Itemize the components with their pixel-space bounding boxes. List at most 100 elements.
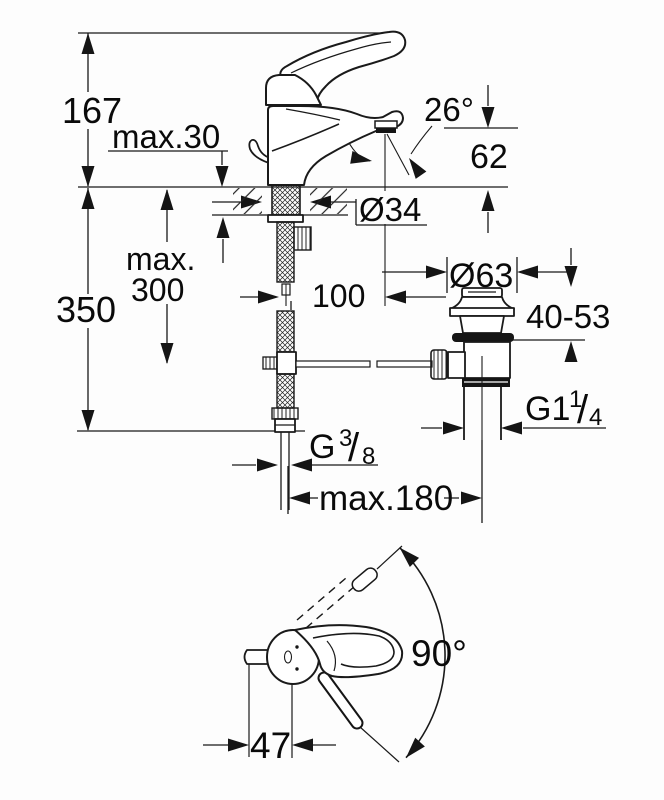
arrowhead xyxy=(257,458,278,472)
waste-thread-base: G1 xyxy=(525,390,570,428)
arrowhead xyxy=(216,217,230,238)
hole-diameter-label: Ø34 xyxy=(355,191,427,228)
hose-end-nut xyxy=(271,407,299,420)
swivel-arc xyxy=(399,547,446,759)
arrowhead xyxy=(461,491,482,505)
ghost-tip-outline xyxy=(351,567,378,592)
waste-upper-body xyxy=(459,315,505,334)
dim-max180-lines xyxy=(287,440,483,523)
lever-ghost-tip xyxy=(351,567,378,592)
dim-4053-lines xyxy=(513,248,585,341)
dim-waste-distance: max.180 xyxy=(319,479,453,518)
cartridge-cap xyxy=(265,74,322,106)
faucet-body xyxy=(248,30,407,186)
dome-logo-mark xyxy=(283,650,293,664)
arrowhead xyxy=(81,410,95,431)
hose-segment xyxy=(276,310,295,353)
body-accent-line xyxy=(285,108,341,121)
arrowhead xyxy=(426,265,447,279)
supply-pipe xyxy=(280,432,290,510)
rod-tee-fitting xyxy=(276,351,297,375)
upper-drawing: Ø34 167 max.30 26° 62 350 max. 300 100 Ø… xyxy=(56,30,610,523)
supply-hose xyxy=(262,181,433,510)
hose-segment xyxy=(276,373,295,409)
spout-top-view xyxy=(243,649,270,665)
rod-adjust-knob xyxy=(430,349,448,380)
supply-thread-base: G xyxy=(309,428,335,466)
blade-inner-line xyxy=(312,632,395,668)
waste-tailpipe xyxy=(463,387,502,440)
dim-o63-lines xyxy=(382,257,574,293)
dim-overall-depth: 350 xyxy=(56,289,116,330)
dim-hose-length-2: 300 xyxy=(131,272,184,308)
arrowhead xyxy=(289,491,310,505)
dim-62-lines xyxy=(444,85,518,233)
dim-waste-flange-diameter: Ø63 xyxy=(449,257,513,295)
arrowhead xyxy=(501,421,522,435)
pop-up-waste xyxy=(430,287,515,440)
dim-waste-height-range: 40-53 xyxy=(526,298,610,335)
dim-hole-diameter: Ø34 xyxy=(359,191,421,228)
dim-spout-angle: 26° xyxy=(424,91,474,128)
dim-47-extension-lines xyxy=(248,664,293,758)
waste-lower-body xyxy=(463,341,511,379)
spout-body xyxy=(267,105,404,186)
arrowhead xyxy=(81,188,95,209)
arrowhead xyxy=(81,166,95,187)
angle-boundary-line xyxy=(376,545,403,570)
shank-stub xyxy=(293,226,312,251)
waste-flange xyxy=(449,307,515,317)
dome-dot xyxy=(295,667,299,671)
waste-rod-port xyxy=(447,351,466,379)
arrowhead xyxy=(292,738,313,752)
label-frame xyxy=(355,199,427,226)
lower-drawing: 90° 47 xyxy=(203,543,467,766)
blade-accent-line xyxy=(326,640,337,672)
hose-segment xyxy=(276,221,295,283)
lever-arm-fill xyxy=(319,673,362,728)
supply-thread-sub: 8 xyxy=(362,443,375,470)
angle-leader xyxy=(410,125,433,155)
arrowhead xyxy=(481,190,495,211)
arrowhead xyxy=(443,421,464,435)
body-accent-line xyxy=(271,123,340,152)
dim-max30-lines xyxy=(108,150,228,263)
threaded-shank xyxy=(271,181,301,216)
lever-ghost-dashed-lines xyxy=(296,577,356,629)
pop-up-rod xyxy=(376,360,433,368)
arrowhead xyxy=(403,154,427,179)
lever-blade-top-view xyxy=(294,624,404,679)
waste-gasket xyxy=(452,333,514,342)
dim-deck-thickness: max.30 xyxy=(112,118,220,155)
dim-lever-swivel-angle: 90° xyxy=(411,633,467,674)
arrowhead xyxy=(395,543,420,568)
dim-100-leaders xyxy=(240,296,446,310)
arrowhead xyxy=(517,265,538,279)
hose-break-stub xyxy=(281,283,291,296)
dim-spout-outlet-height: 62 xyxy=(470,138,508,176)
dimension-labels: 167 max.30 26° 62 350 max. 300 100 Ø63 4… xyxy=(56,90,610,518)
waste-thread-sup: 1 xyxy=(569,386,582,413)
label-background xyxy=(357,191,427,224)
pop-up-rod xyxy=(295,360,371,368)
mounting-nut xyxy=(267,214,304,223)
arrowhead xyxy=(160,189,174,210)
arrowhead xyxy=(81,33,95,54)
supply-thread-sup: 3 xyxy=(339,425,352,452)
aerator-outlet xyxy=(376,128,396,133)
waste-thread-sub: 4 xyxy=(589,404,602,431)
dim-hose-length-1: max. xyxy=(126,241,195,277)
arrowhead xyxy=(481,107,495,128)
dim-lever-offset: 47 xyxy=(250,725,291,766)
arrowhead xyxy=(160,343,174,364)
supply-thread-slash: / xyxy=(348,426,360,470)
arrowhead xyxy=(385,290,406,304)
arrowhead xyxy=(350,150,374,168)
deck-hatch-right xyxy=(310,188,347,214)
dome-dot xyxy=(295,645,299,649)
dim-lever-height: 167 xyxy=(62,90,122,131)
aerator xyxy=(374,120,398,129)
pop-up-pull-rod xyxy=(248,138,271,164)
